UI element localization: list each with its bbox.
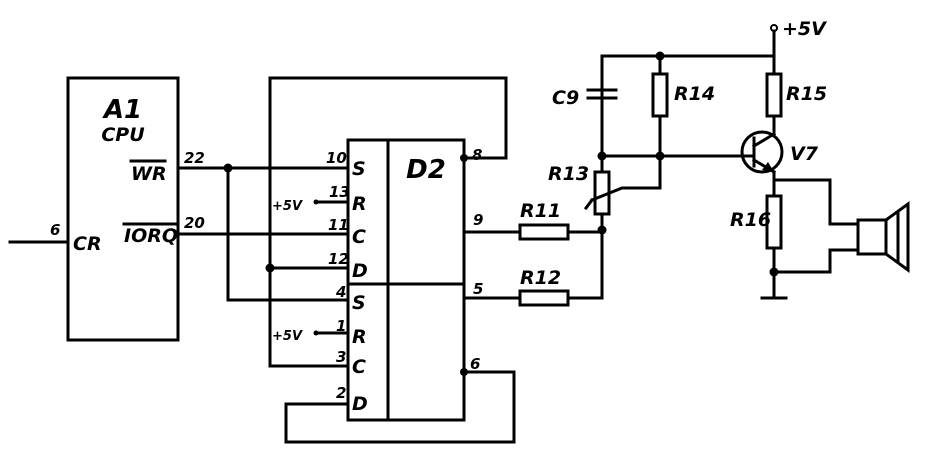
output-network: R11 R12 R13 C9 R14 +5V (462, 18, 910, 307)
d2-pin-s-lower: S (352, 292, 366, 314)
cpu-pin-wr-number: 22 (184, 149, 205, 167)
cpu-a1: A1 CPU WR IORQ CR 6 22 20 (8, 76, 205, 342)
d2-pin-num-2: 2 (336, 384, 346, 402)
c9-label: C9 (552, 87, 579, 109)
d2-pin-num-4: 4 (335, 283, 346, 301)
d2-pin-r-upper: R (352, 193, 367, 215)
d2-pin-c-upper: C (352, 226, 366, 248)
cpu-to-d2-wiring: +5V +5V (176, 76, 516, 444)
cpu-pin-cr-label: CR (73, 233, 102, 255)
d2-pin-num-12: 12 (328, 250, 349, 268)
r-pullup-upper-terminal (313, 199, 319, 205)
r13-label: R13 (548, 163, 589, 185)
v7-label: V7 (790, 143, 819, 165)
d2-name: D2 (406, 155, 446, 185)
speaker-icon (856, 201, 910, 273)
r13-wiper-wire (590, 154, 662, 202)
speaker-lower-wire (772, 248, 860, 274)
d2-pin-r-lower: R (352, 326, 367, 348)
pin8-feedback-loop (268, 76, 508, 160)
d2-pin-num-1: 1 (336, 317, 346, 335)
ground-junction (769, 267, 779, 277)
cpu-pin-cr-number: 6 (50, 221, 60, 239)
pin2-to-pin6-loop (284, 370, 516, 444)
d2-pin-num-13: 13 (329, 183, 350, 201)
c9-base-junction (597, 151, 607, 161)
r14-to-base-wire (658, 114, 744, 158)
r15-label: R15 (786, 83, 827, 105)
d2-pin-c-lower: C (352, 356, 366, 378)
r-pullup-lower-label: +5V (272, 329, 303, 344)
resistor-r14 (651, 72, 669, 118)
r-pullup-lower-terminal (313, 330, 319, 336)
v7-emitter-arrow (762, 162, 774, 172)
r-pullup-upper-label: +5V (272, 199, 303, 214)
cpu-pin-wr-label: WR (131, 163, 167, 185)
d2-pin-num-6: 6 (470, 355, 480, 373)
cpu-pin-iorq-label: IORQ (124, 225, 178, 247)
d2-pin-d-lower: D (352, 393, 368, 415)
d2-body (346, 138, 466, 422)
speaker-magnet (856, 218, 888, 256)
base-junction (655, 151, 665, 161)
wr-to-pin4-wire (226, 166, 350, 302)
r14-label: R14 (674, 83, 715, 105)
cpu-type: CPU (101, 124, 145, 146)
resistor-r12 (518, 289, 570, 307)
d2-pin-num-11: 11 (328, 216, 349, 234)
d2-pin-num-9: 9 (473, 211, 483, 229)
c9-to-base-wire (600, 96, 662, 158)
r11-label: R11 (520, 200, 561, 222)
r12-to-node-wire (566, 230, 604, 300)
resistor-r15 (765, 72, 783, 118)
d2-pin-d-upper: D (352, 260, 368, 282)
speaker-upper-wire (772, 178, 860, 226)
vcc-label: +5V (782, 18, 827, 40)
transistor-v7 (740, 130, 784, 174)
cpu-pin-iorq-number: 20 (184, 214, 205, 232)
d2-pin-num-3: 3 (336, 348, 346, 366)
d2-pin-num-8: 8 (472, 146, 482, 164)
d2-pin-num-5: 5 (473, 280, 483, 298)
resistor-r11 (518, 223, 570, 241)
v7-collector (751, 131, 777, 149)
ic-d2: D2 S R C D S R C D 10 13 11 12 4 1 3 2 8… (326, 138, 483, 422)
r12-label: R12 (520, 267, 561, 289)
d2-pin-s-upper: S (352, 158, 366, 180)
pin8-to-pin3-bus (268, 76, 350, 368)
d2-pin-num-10: 10 (326, 149, 347, 167)
r16-label: R16 (730, 209, 771, 231)
cpu-body (66, 76, 180, 342)
cpu-name: A1 (102, 95, 142, 125)
